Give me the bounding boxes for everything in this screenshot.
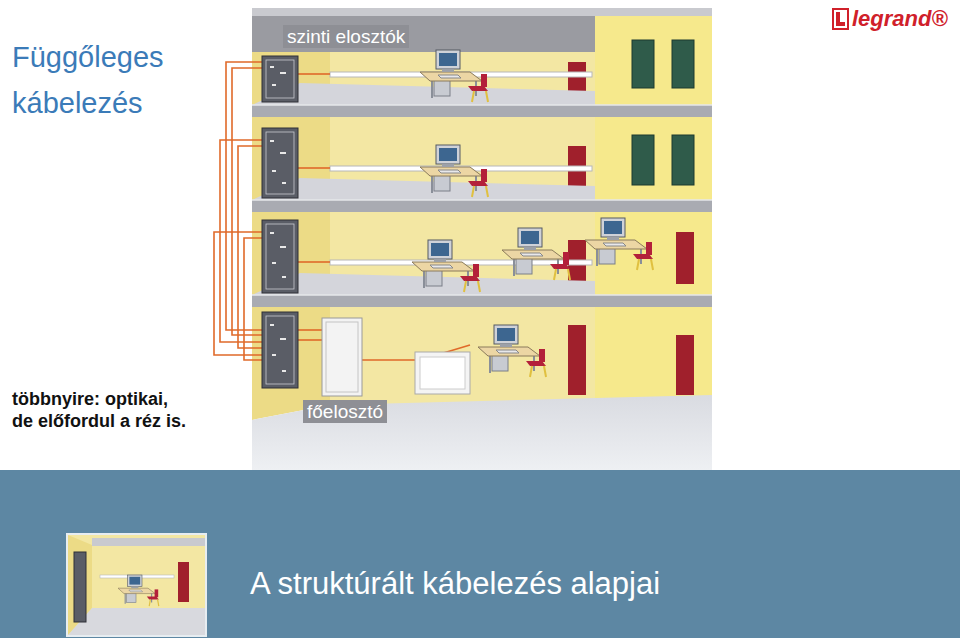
horizontal-cable xyxy=(298,74,470,360)
thumbnail-room xyxy=(68,535,205,635)
workstation xyxy=(585,218,653,270)
logo-mark xyxy=(836,22,845,26)
rack-cabinet xyxy=(272,84,276,86)
rack-cabinet xyxy=(280,152,286,154)
rack-cabinet xyxy=(262,128,298,198)
rack-cabinet xyxy=(262,312,298,388)
floor-slab xyxy=(252,199,712,201)
main-distributor-label: főelosztó xyxy=(303,400,387,423)
building-facade xyxy=(632,40,654,88)
floor-slab xyxy=(252,105,712,117)
main-cabinet xyxy=(326,322,358,392)
workstation xyxy=(420,145,488,197)
slide-caption: A struktúrált kábelezés alapjai xyxy=(250,566,660,602)
building-facade xyxy=(676,232,694,284)
rack-cabinet xyxy=(270,66,274,68)
main-cabinet xyxy=(415,352,470,394)
horizontal-cable xyxy=(298,167,330,169)
rack-cabinet xyxy=(272,170,276,172)
building-facade xyxy=(676,335,694,395)
riser-cable xyxy=(298,339,322,341)
roof-slab xyxy=(252,8,712,52)
slide-title: Függőleges kábelezés xyxy=(12,34,212,126)
riser-cable xyxy=(244,238,262,360)
roof-slab xyxy=(252,8,712,16)
rack-cabinet xyxy=(262,56,298,102)
rack-cabinet xyxy=(282,182,286,184)
main-cabinet xyxy=(420,357,465,389)
workstation xyxy=(420,50,488,102)
floor-slab xyxy=(252,178,595,200)
rack-cabinet xyxy=(262,220,298,293)
thumbnail-room xyxy=(68,608,205,635)
thumbnail-room xyxy=(66,533,207,637)
cable-trunking xyxy=(330,72,592,265)
thumbnail-room xyxy=(118,575,159,606)
thumbnail-room xyxy=(92,538,205,546)
footer-band xyxy=(0,470,960,638)
wall xyxy=(568,325,586,395)
thumbnail-room xyxy=(66,533,207,637)
rack-cabinet xyxy=(280,72,286,74)
floor-slab xyxy=(252,104,712,106)
floor-slab xyxy=(252,200,712,212)
rack-cabinet xyxy=(270,324,274,326)
floor-distributor-label: szinti elosztók xyxy=(283,25,409,48)
horizontal-cable xyxy=(298,261,330,263)
rack-cabinet xyxy=(270,232,274,234)
rack-cabinet xyxy=(282,276,286,278)
logo-mark xyxy=(833,9,848,29)
logo-mark xyxy=(833,9,848,29)
workstation xyxy=(412,240,480,292)
workstation xyxy=(478,325,546,377)
floor-slab xyxy=(252,83,595,105)
rack-cabinet xyxy=(266,132,294,194)
thumbnail-room xyxy=(74,552,86,622)
building-facade xyxy=(672,135,694,185)
rack-cabinet xyxy=(272,354,276,356)
rack-cabinet xyxy=(262,56,298,388)
floor-slab xyxy=(252,395,712,470)
wall xyxy=(330,307,595,407)
rack-cabinet xyxy=(280,246,286,248)
brand-logo: legrand® xyxy=(852,6,948,32)
footer-band xyxy=(0,470,960,638)
rack-cabinet xyxy=(272,262,276,264)
riser-cable xyxy=(298,329,322,331)
rack-cabinet xyxy=(266,316,294,384)
horizontal-cable xyxy=(298,73,330,75)
thumbnail-room xyxy=(178,562,189,602)
roof-slab xyxy=(252,16,595,52)
building-facade xyxy=(632,135,654,185)
rack-cabinet xyxy=(270,140,274,142)
floor-slab xyxy=(252,295,712,307)
rack-cabinet xyxy=(282,370,286,372)
rack-cabinet xyxy=(266,60,294,98)
cable-note: többnyire: optikai, de előfordul a réz i… xyxy=(12,388,190,432)
floor-slab xyxy=(252,294,712,296)
main-cabinet xyxy=(322,318,362,396)
riser-cable xyxy=(220,140,262,342)
rack-cabinet xyxy=(270,66,286,372)
rack-cabinet xyxy=(280,338,286,340)
rack-cabinet xyxy=(266,224,294,289)
riser-cable xyxy=(238,146,262,348)
riser-cable xyxy=(232,68,262,335)
building-facade xyxy=(672,40,694,88)
workstation xyxy=(412,50,653,377)
floor-slab xyxy=(252,83,712,470)
workstation xyxy=(502,228,570,280)
riser-cable xyxy=(214,232,262,355)
main-cabinet xyxy=(322,318,470,396)
